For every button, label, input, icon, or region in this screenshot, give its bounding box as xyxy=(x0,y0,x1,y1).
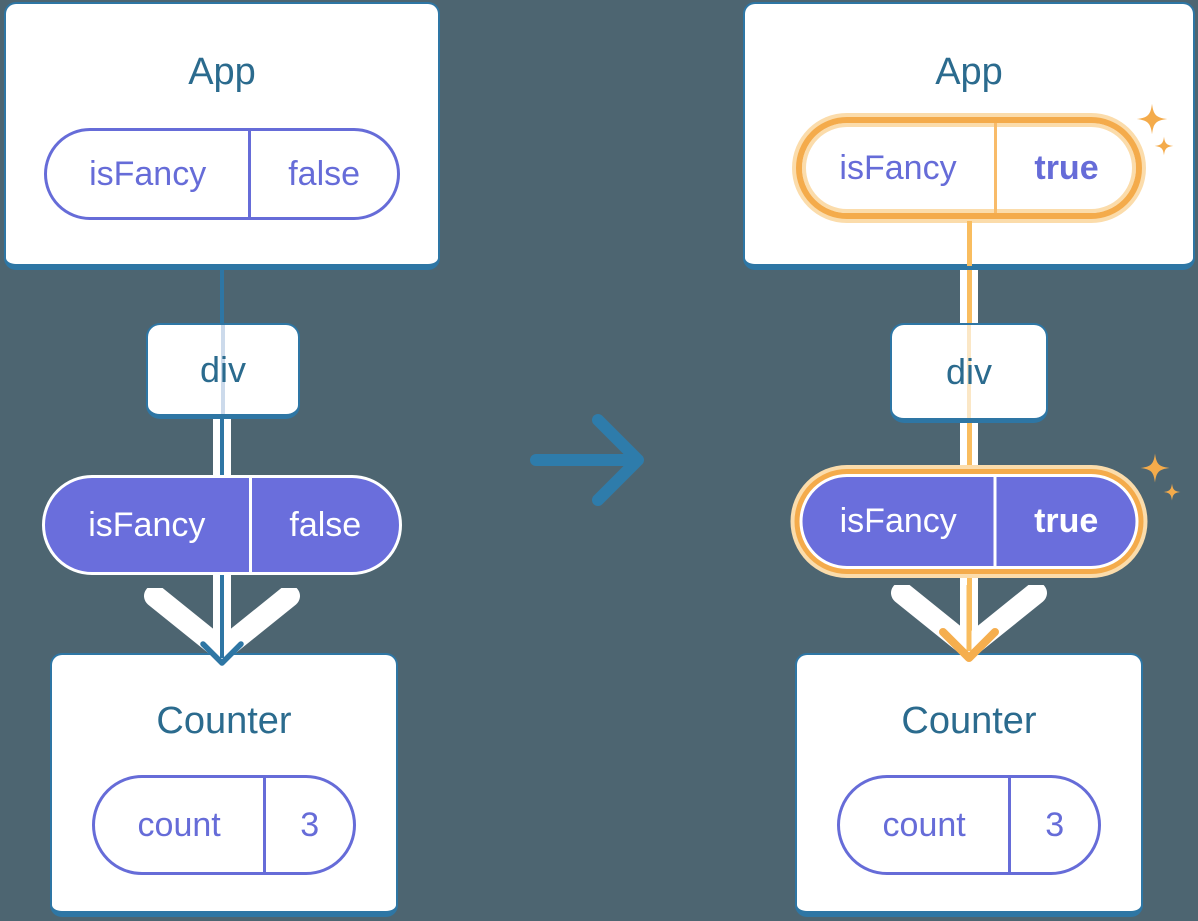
sparkle-icon xyxy=(1140,453,1170,483)
props-pipe xyxy=(960,421,978,469)
component-title: App xyxy=(935,51,1003,93)
state-key: count xyxy=(137,805,221,844)
state-key: count xyxy=(882,805,966,844)
div-label: div xyxy=(199,348,247,390)
flow-down-arrow-icon xyxy=(891,585,1047,662)
app-card-after: App isFancy true xyxy=(743,2,1195,270)
div-label: div xyxy=(945,350,993,392)
prop-key: isFancy xyxy=(89,154,207,193)
div-node-after: div xyxy=(890,323,1048,423)
state-value: 3 xyxy=(1045,805,1065,844)
state-value: 3 xyxy=(300,805,320,844)
pill-divider xyxy=(248,131,252,217)
pass-through-line-blue xyxy=(221,325,225,414)
flow-line-orange xyxy=(966,221,972,266)
prop-key: isFancy xyxy=(839,148,957,187)
component-title: App xyxy=(188,51,256,93)
prop-value: true xyxy=(1034,502,1099,540)
state-pill-after: count 3 xyxy=(837,775,1101,875)
pass-through-line-orange xyxy=(967,325,971,418)
prop-key: isFancy xyxy=(88,505,206,544)
prop-value: false xyxy=(289,505,362,544)
transform-arrow-icon xyxy=(530,414,644,506)
prop-value: false xyxy=(288,154,361,193)
prop-key: isFancy xyxy=(839,502,957,540)
pill-divider xyxy=(993,123,997,213)
div-node-before: div xyxy=(146,323,300,419)
state-pill-before: count 3 xyxy=(92,775,356,875)
pill-divider xyxy=(248,478,252,572)
prop-pill-before: isFancy false xyxy=(44,128,400,220)
component-title: Counter xyxy=(901,700,1037,742)
props-pipe xyxy=(213,417,231,479)
props-pipe xyxy=(960,266,978,327)
prop-pill-after-highlighted: isFancy true xyxy=(796,117,1142,219)
pill-divider xyxy=(993,477,997,566)
sparkle-icon xyxy=(1136,103,1168,135)
flow-line-blue xyxy=(220,266,224,327)
component-title: Counter xyxy=(156,700,292,742)
counter-card-after: Counter count 3 xyxy=(795,653,1143,917)
pill-divider xyxy=(1008,778,1012,872)
sparkle-icon xyxy=(1154,136,1174,156)
flow-down-arrow-icon xyxy=(144,588,300,666)
sparkle-icon xyxy=(1163,483,1181,501)
pill-divider xyxy=(263,778,267,872)
passed-prop-pill-before: isFancy false xyxy=(42,475,402,575)
app-card-before: App isFancy false xyxy=(4,2,440,270)
prop-value: true xyxy=(1034,148,1099,187)
passed-prop-pill-after-highlighted: isFancy true xyxy=(799,474,1139,569)
